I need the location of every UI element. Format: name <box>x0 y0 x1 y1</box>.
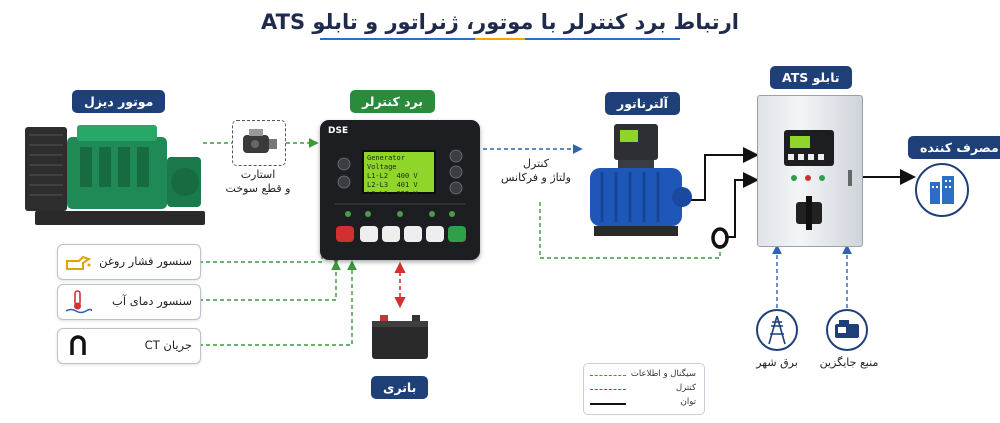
controller-brand: DSE <box>328 126 349 136</box>
label-diesel-engine: موتور دیزل <box>72 90 166 113</box>
link-water-sensor <box>199 260 341 301</box>
sensor-water-label: سنسور دمای آب <box>112 294 192 308</box>
legend: سیگنال و اطلاعات کنترل توان <box>583 363 705 415</box>
backup-source-label: منبع جایگزین <box>819 356 879 369</box>
thermometer-water-icon <box>65 290 92 314</box>
legend-power-swatch <box>590 403 626 405</box>
sensor-oil-pressure: سنسور فشار روغن <box>57 244 201 280</box>
screen-row: L1-L2 400 V <box>367 172 431 181</box>
alternator-image <box>590 124 692 236</box>
legend-control-label: کنترل <box>675 383 696 393</box>
controller-screen: Generator Voltage L1-L2 400 V L2-L3 401 … <box>362 150 436 198</box>
screen-value: 400 V <box>396 172 418 180</box>
starter-label: استارت و قطع سوخت <box>222 168 294 196</box>
screen-row: L2-L3 401 V <box>367 181 431 190</box>
sensor-ct: CT جریان <box>57 328 201 364</box>
ct-clamp-icon <box>711 227 729 249</box>
screen-row: L3-L1 399 V <box>367 190 431 199</box>
mode-buttons <box>336 226 466 242</box>
label-ats-panel: تابلو ATS <box>770 66 852 89</box>
screen-phase: L1-L2 <box>367 172 389 180</box>
legend-signal-label: سیگنال و اطلاعات <box>630 369 696 379</box>
indicator-lamps <box>791 175 825 181</box>
nav-buttons-right <box>449 149 463 195</box>
battery-image <box>372 315 428 359</box>
controller-buttons <box>334 149 466 242</box>
ct-clamp-icon <box>70 335 86 355</box>
sensor-water-temp: سنسور دمای آب <box>57 284 201 320</box>
control-note: کنترل ولتاژ و فرکانس <box>488 157 584 185</box>
diesel-engine-image <box>25 125 205 225</box>
sensor-oil-label: سنسور فشار روغن <box>99 254 192 268</box>
title-wrap: ارتباط برد کنترلر با موتور، ژنراتور و تا… <box>0 10 1000 40</box>
label-alternator: آلترناتور <box>605 92 680 115</box>
ats-front <box>784 130 852 230</box>
label-consumer: مصرف کننده <box>908 136 1000 159</box>
link-ct-sensor <box>199 260 357 346</box>
screen-header: Generator Voltage <box>367 154 405 171</box>
screen-value: 399 V <box>396 190 418 198</box>
link-power-ats <box>690 147 759 201</box>
control-note-line2: ولتاژ و فرکانس <box>501 171 571 184</box>
nav-buttons-left <box>337 157 351 189</box>
backup-generator-icon <box>826 309 868 351</box>
link-oil-sensor <box>199 245 341 265</box>
screen-value: 401 V <box>396 181 418 189</box>
starter-label-line1: استارت <box>240 168 276 181</box>
legend-power-label: توان <box>680 397 696 407</box>
legend-row-control: کنترل <box>590 383 696 395</box>
legend-row-power: توان <box>590 397 696 409</box>
city-power-icon <box>756 309 798 351</box>
control-note-line1: کنترل <box>523 157 549 170</box>
oil-can-icon <box>66 255 92 270</box>
building-icon <box>915 163 969 217</box>
starter-motor-icon <box>243 129 277 153</box>
label-battery: باتری <box>371 376 429 399</box>
screen-phase: L2-L3 <box>367 181 389 189</box>
sensor-ct-label: CT جریان <box>144 338 192 352</box>
ats-cabinet <box>757 95 863 247</box>
city-power-label: برق شهر <box>756 356 798 369</box>
starter-label-line2: و قطع سوخت <box>225 182 291 195</box>
legend-row-signal: سیگنال و اطلاعات <box>590 369 696 381</box>
link-power-ats-2 <box>725 172 759 238</box>
status-icons <box>345 211 455 217</box>
legend-control-swatch <box>590 389 626 390</box>
starter-box <box>232 120 286 166</box>
screen-phase: L3-L1 <box>367 190 389 198</box>
page-title: ارتباط برد کنترلر با موتور، ژنراتور و تا… <box>261 10 739 34</box>
title-underline <box>320 38 680 40</box>
legend-signal-swatch <box>590 375 626 376</box>
controller-panel: DSE Generator Voltage L1-L2 400 V L2-L3 … <box>320 120 480 260</box>
label-controller-board: برد کنترلر <box>350 90 435 113</box>
